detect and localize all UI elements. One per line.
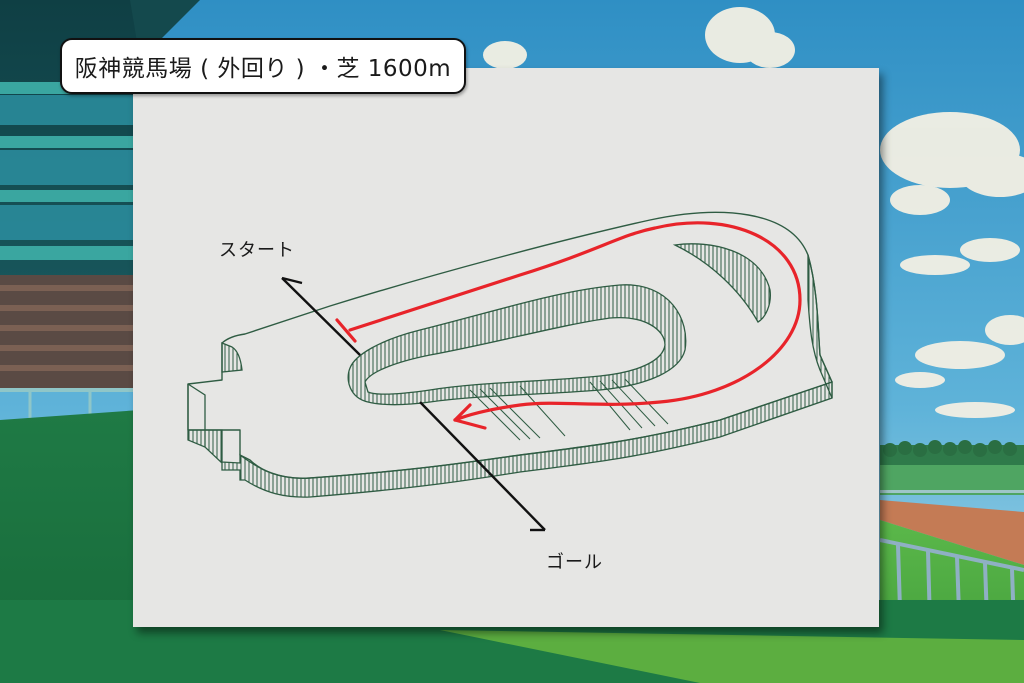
outer-wall: [187, 381, 833, 498]
start-marker: [281, 276, 361, 356]
goal-label: ゴール: [546, 552, 603, 573]
inner-crescent: [672, 243, 771, 323]
track-diagram: [187, 211, 833, 532]
course-diagram-paper: スタート ゴール: [133, 68, 879, 627]
goal-marker: [419, 401, 546, 532]
course-title-badge: 阪神競馬場 ( 外回り ) ・芝 1600m: [60, 38, 466, 94]
race-route: [335, 221, 802, 430]
start-label: スタート: [219, 240, 295, 261]
course-title: 阪神競馬場 ( 外回り ) ・芝 1600m: [74, 56, 452, 82]
